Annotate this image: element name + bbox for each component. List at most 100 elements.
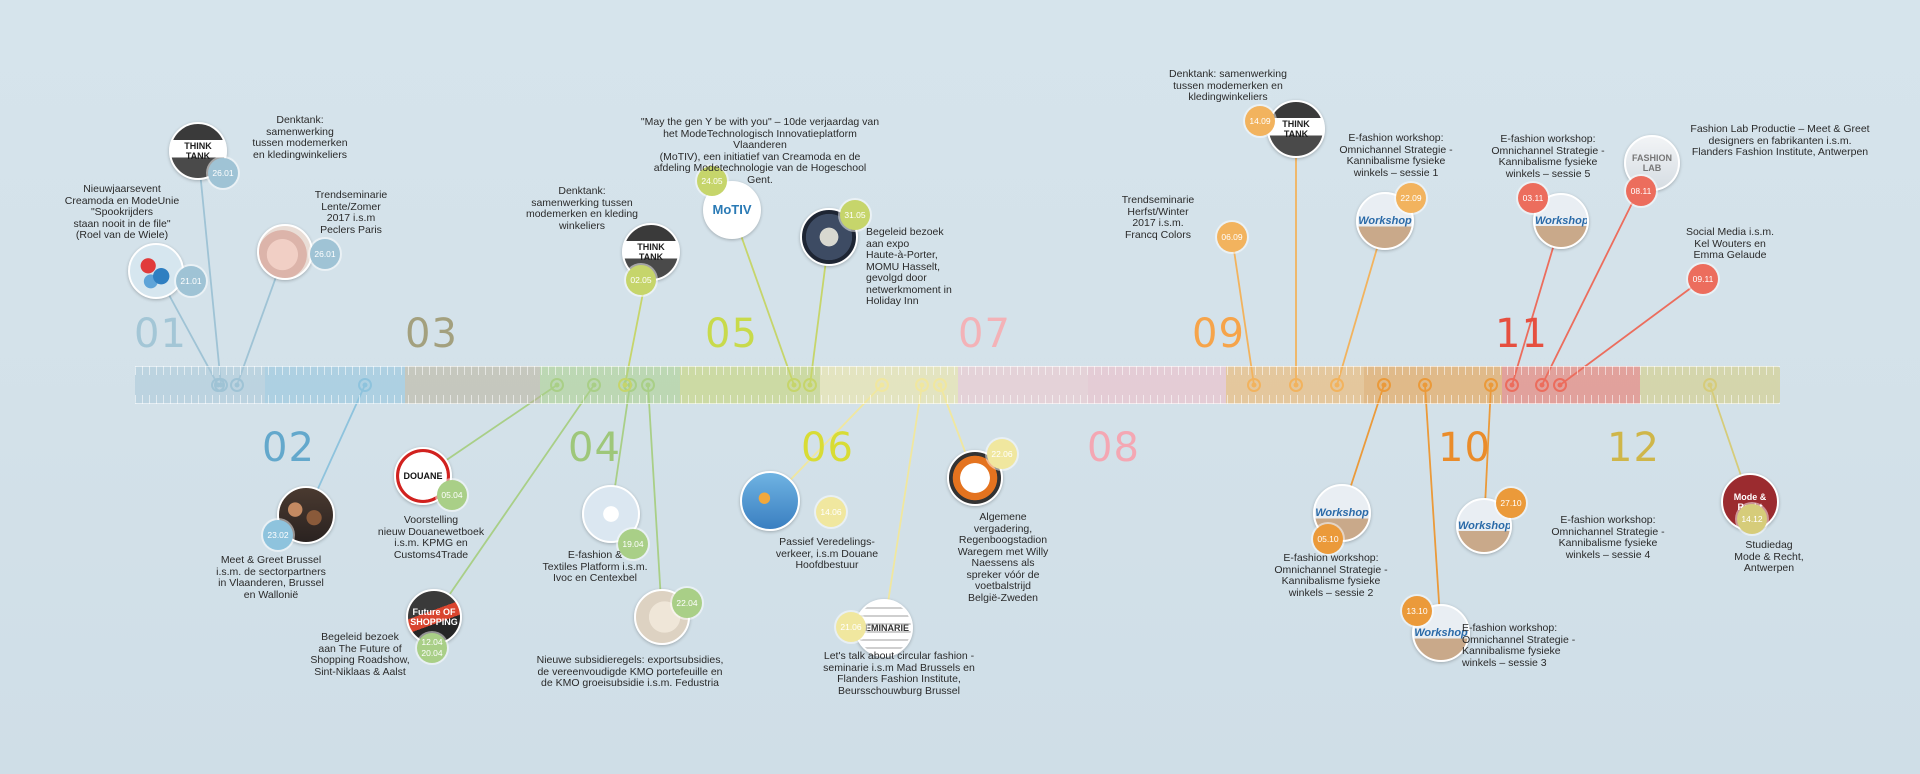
event-caption: E-fashion workshop: Omnichannel Strategi… bbox=[1462, 622, 1576, 669]
timeline-marker-outer[interactable] bbox=[641, 378, 655, 392]
timeline-marker-outer[interactable] bbox=[1553, 378, 1567, 392]
event-photo-label: Workshop bbox=[1315, 507, 1369, 519]
timeline-marker-inner bbox=[622, 382, 628, 388]
timeline-marker-inner bbox=[1539, 382, 1545, 388]
event-date-badge: 14.09 bbox=[1245, 106, 1275, 136]
timeline-marker-inner bbox=[234, 382, 240, 388]
month-label-05: 05 bbox=[705, 311, 758, 357]
event-date-badge: 27.10 bbox=[1496, 488, 1526, 518]
event-caption: Let's talk about circular fashion - semi… bbox=[823, 650, 975, 697]
event-caption: Begeleid bezoek aan The Future of Shoppi… bbox=[310, 631, 410, 678]
event-photo[interactable]: Workshop bbox=[1356, 192, 1414, 250]
month-label-11: 11 bbox=[1495, 311, 1548, 357]
timeline-marker-inner bbox=[1334, 382, 1340, 388]
event-caption: Fashion Lab Productie – Meet & Greet des… bbox=[1690, 123, 1870, 158]
timeline-marker-outer[interactable] bbox=[787, 378, 801, 392]
timeline-marker-inner bbox=[554, 382, 560, 388]
timeline-marker-outer[interactable] bbox=[358, 378, 372, 392]
event-date-badge: 24.05 bbox=[697, 166, 727, 196]
event-photo[interactable] bbox=[800, 208, 858, 266]
event-photo-label: Workshop bbox=[1535, 215, 1589, 227]
event-date-badge: 31.05 bbox=[840, 200, 870, 230]
timeline-marker-outer[interactable] bbox=[915, 378, 929, 392]
timeline-marker-outer[interactable] bbox=[1505, 378, 1519, 392]
month-label-12: 12 bbox=[1607, 425, 1660, 471]
event-photo-label: THINK TANK bbox=[184, 141, 212, 161]
event-caption: Trendseminarie Herfst/Winter 2017 i.s.m.… bbox=[1121, 194, 1195, 241]
month-label-07: 07 bbox=[958, 311, 1011, 357]
event-caption: E-fashion workshop: Omnichannel Strategi… bbox=[1551, 514, 1665, 561]
event-caption: "May the gen Y be with you" – 10de verja… bbox=[640, 116, 880, 186]
event-caption: Denktank: samenwerking tussen modemerken… bbox=[1169, 68, 1287, 103]
event-date-badge: 21.06 bbox=[836, 612, 866, 642]
timeline-marker-outer[interactable] bbox=[1535, 378, 1549, 392]
connector-line bbox=[1424, 384, 1442, 634]
event-caption: E-fashion workshop: Omnichannel Strategi… bbox=[1339, 132, 1453, 179]
event-date-badge: 03.11 bbox=[1518, 183, 1548, 213]
event-date-badge: 26.01 bbox=[208, 158, 238, 188]
event-photo-label: SEMINARIE bbox=[858, 623, 909, 633]
timeline-marker-outer[interactable] bbox=[1289, 378, 1303, 392]
timeline-marker-inner bbox=[879, 382, 885, 388]
event-photo-label: THINK TANK bbox=[637, 242, 665, 262]
event-caption: Denktank: samenwerking tussen modemerken… bbox=[525, 185, 639, 232]
timeline-marker-inner bbox=[218, 382, 224, 388]
event-caption: E-fashion workshop: Omnichannel Strategi… bbox=[1491, 133, 1605, 180]
timeline-marker-inner bbox=[937, 382, 943, 388]
month-label-03: 03 bbox=[405, 311, 458, 357]
connector-line bbox=[1511, 220, 1562, 386]
event-photo[interactable] bbox=[128, 243, 184, 299]
month-label-04: 04 bbox=[568, 425, 621, 471]
timeline-marker-outer[interactable] bbox=[214, 378, 228, 392]
timeline-marker-outer[interactable] bbox=[1330, 378, 1344, 392]
event-date-badge: 08.11 bbox=[1626, 176, 1656, 206]
timeline-marker-inner bbox=[645, 382, 651, 388]
timeline-marker-inner bbox=[791, 382, 797, 388]
event-photo-label: Workshop bbox=[1414, 627, 1468, 639]
event-date-badge: 09.11 bbox=[1688, 264, 1718, 294]
event-caption: Voorstelling nieuw Douanewetboek i.s.m. … bbox=[377, 514, 485, 561]
event-photo[interactable]: Future OF SHOPPING bbox=[406, 589, 462, 645]
connector-line bbox=[433, 384, 595, 618]
event-photo[interactable] bbox=[257, 224, 313, 280]
month-label-02: 02 bbox=[262, 425, 315, 471]
event-date-badge: 26.01 bbox=[310, 239, 340, 269]
timeline-marker-outer[interactable] bbox=[875, 378, 889, 392]
event-caption: Studiedag Mode & Recht, Antwerpen bbox=[1734, 539, 1804, 574]
event-caption: Denktank: samenwerking tussen modemerken… bbox=[252, 114, 348, 161]
event-date-badge: 14.06 bbox=[816, 497, 846, 527]
event-photo[interactable] bbox=[740, 471, 800, 531]
timeline-marker-outer[interactable] bbox=[587, 378, 601, 392]
timeline-marker-outer[interactable] bbox=[1484, 378, 1498, 392]
event-caption: Nieuwe subsidieregels: exportsubsidies, … bbox=[536, 654, 724, 689]
timeline-marker-outer[interactable] bbox=[550, 378, 564, 392]
timeline-marker-outer[interactable] bbox=[1703, 378, 1717, 392]
timeline-marker-outer[interactable] bbox=[1377, 378, 1391, 392]
timeline-marker-outer[interactable] bbox=[618, 378, 632, 392]
connector-line bbox=[883, 384, 923, 629]
month-label-06: 06 bbox=[801, 425, 854, 471]
event-date-badge: 22.09 bbox=[1396, 183, 1426, 213]
connector-line bbox=[197, 150, 222, 386]
timeline-marker-outer[interactable] bbox=[1418, 378, 1432, 392]
timeline-marker-outer[interactable] bbox=[933, 378, 947, 392]
timeline-marker-outer[interactable] bbox=[230, 378, 244, 392]
event-photo-label: Future OF SHOPPING bbox=[410, 607, 458, 627]
month-label-10: 10 bbox=[1438, 425, 1491, 471]
timeline-marker-inner bbox=[1293, 382, 1299, 388]
month-label-09: 09 bbox=[1192, 311, 1245, 357]
event-photo[interactable]: MoTIV bbox=[703, 181, 761, 239]
timeline-marker-outer[interactable] bbox=[803, 378, 817, 392]
timeline-marker-inner bbox=[1251, 382, 1257, 388]
timeline-marker-outer[interactable] bbox=[1247, 378, 1261, 392]
month-label-01: 01 bbox=[134, 311, 187, 357]
event-photo[interactable]: THINK TANK bbox=[1267, 100, 1325, 158]
event-date-badge: 22.06 bbox=[987, 439, 1017, 469]
timeline-marker-inner bbox=[1707, 382, 1713, 388]
timeline-marker-inner bbox=[591, 382, 597, 388]
event-date-badge: 21.01 bbox=[176, 266, 206, 296]
event-date-badge: 02.05 bbox=[626, 265, 656, 295]
event-caption: Meet & Greet Brussel i.s.m. de sectorpar… bbox=[216, 554, 326, 601]
event-caption: Begeleid bezoek aan expo Haute-à-Porter,… bbox=[866, 226, 952, 307]
